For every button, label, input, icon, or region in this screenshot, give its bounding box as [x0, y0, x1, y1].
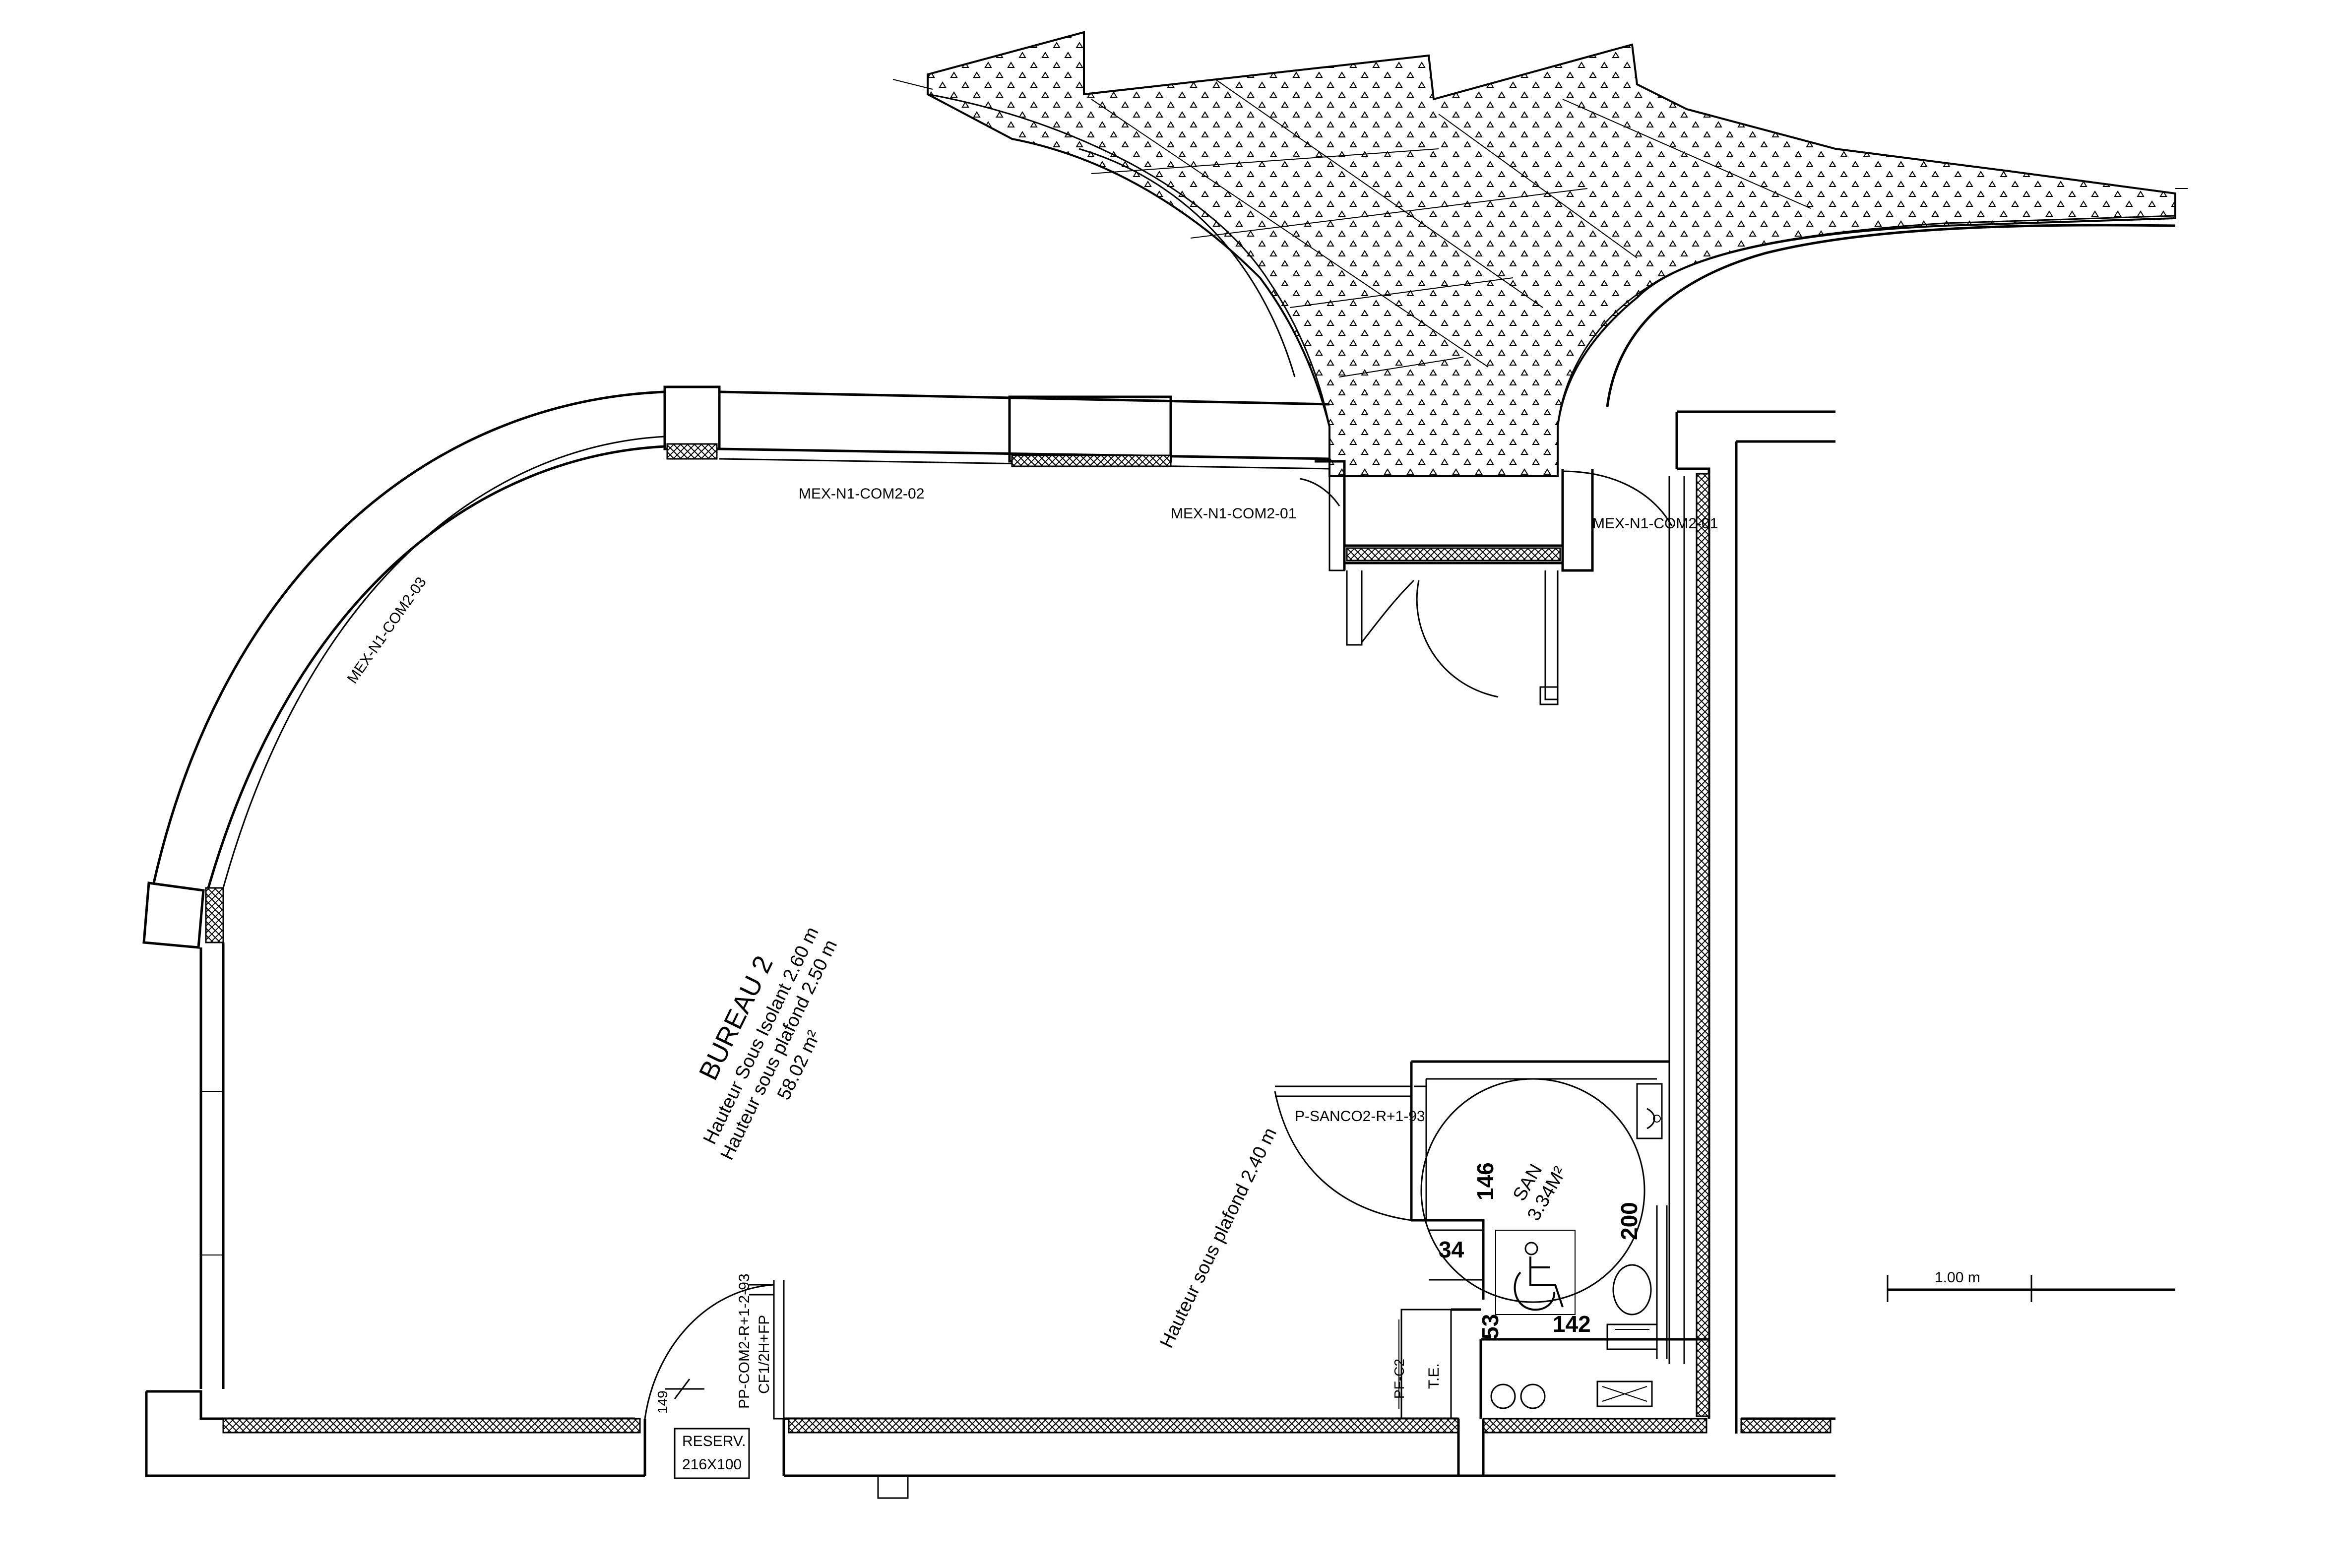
dim-146: 146: [1472, 1162, 1498, 1200]
dim-142: 142: [1553, 1311, 1591, 1337]
san-room: [1274, 1060, 1709, 1476]
dim-200: 200: [1616, 1202, 1642, 1240]
scale-bar: 1.00 m: [1887, 1269, 2175, 1302]
reserv-box: RESERV. 216X100: [674, 1428, 750, 1479]
entrance-door[interactable]: [1346, 570, 1559, 705]
label-mex-n1-com2-02: MEX-N1-COM2-02: [799, 486, 924, 502]
label-mex-n1-com2-03: MEX-N1-COM2-03: [344, 574, 430, 687]
label-p-sanco2: P-SANCO2-R+1-93: [1295, 1108, 1425, 1125]
dim-34: 34: [1439, 1237, 1464, 1262]
door-p-sanco2[interactable]: [1275, 1085, 1412, 1097]
san-label: SAN 3.34M²: [1509, 1161, 1571, 1225]
canopy-edge-left: [1078, 148, 1296, 377]
exterior-wall-curved: [142, 385, 721, 949]
label-mex-n1-com2-01-left: MEX-N1-COM2-01: [1171, 505, 1296, 522]
reserv-size: 216X100: [682, 1456, 742, 1473]
exterior-wall-top: [719, 390, 1345, 571]
entrance-frame: [1299, 460, 1673, 572]
label-pp-com2: PP-COM2-R+1-2-93: [736, 1273, 753, 1409]
canopy-edge-right: [1606, 224, 2176, 407]
toilet: [1612, 1264, 1652, 1316]
label-te: T.E.: [1426, 1363, 1442, 1389]
ceiling-note: Hauteur sous plafond 2.40 m: [1156, 1125, 1281, 1351]
exterior-wall-right: [1668, 410, 1835, 1434]
door-pp-com2[interactable]: [644, 1280, 785, 1420]
label-149: 149: [655, 1390, 670, 1414]
label-pf-c2: PF-C2: [1391, 1359, 1407, 1399]
label-cf1: CF1/2H+FP: [756, 1315, 772, 1394]
dim-53: 53: [1477, 1314, 1503, 1339]
canopy: [892, 31, 2188, 477]
scale-bar-label: 1.00 m: [1935, 1269, 1980, 1286]
room-bureau-label: BUREAU 2 Hauteur Sous Isolant 2.60 m Hau…: [694, 924, 842, 1163]
label-mex-n1-com2-01-right: MEX-N1-COM2-01: [1592, 515, 1718, 532]
wheelchair-icon: [1514, 1242, 1564, 1311]
exterior-wall-bottom: [145, 1390, 1835, 1499]
exterior-wall-left: [199, 942, 225, 1389]
door-p-sanco2-swing[interactable]: [1274, 1091, 1412, 1221]
reserv-label: RESERV.: [682, 1433, 746, 1449]
sink: [1636, 1083, 1663, 1139]
